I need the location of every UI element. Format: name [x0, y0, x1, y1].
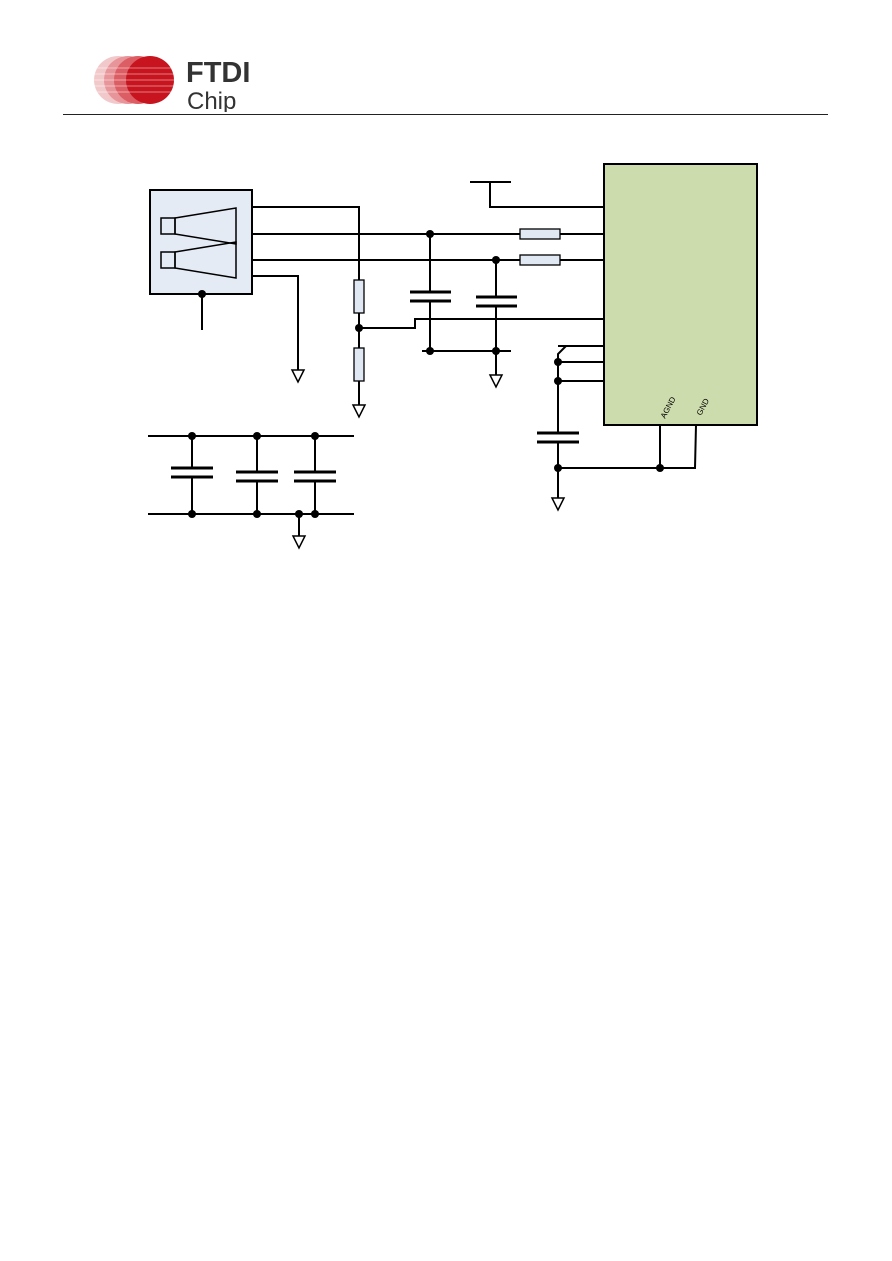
series-resistors — [519, 228, 604, 266]
ground-symbol — [351, 404, 367, 419]
power-rail-stub — [470, 181, 604, 208]
ground-symbol — [550, 497, 566, 512]
ground-symbol — [488, 374, 504, 389]
logo-wordmark-ftdi: FTDI — [186, 57, 250, 89]
usb-ic: AGND GND — [603, 163, 758, 426]
logo-wordmark-chip: Chip — [187, 88, 236, 112]
ground-symbol — [291, 535, 307, 550]
ground-symbol — [290, 369, 306, 384]
logo-circle-mark — [94, 56, 174, 104]
ic-decoupling — [537, 345, 697, 512]
capacitor-bank — [148, 432, 354, 550]
connector-wires — [252, 206, 520, 370]
data-line-capacitors — [410, 230, 517, 389]
header-divider — [63, 114, 828, 115]
usb-connector — [149, 189, 253, 330]
usb-schematic: AGND GND — [148, 163, 758, 550]
ftdi-chip-logo: FTDI Chip — [94, 56, 250, 112]
resistor-divider — [351, 279, 604, 419]
